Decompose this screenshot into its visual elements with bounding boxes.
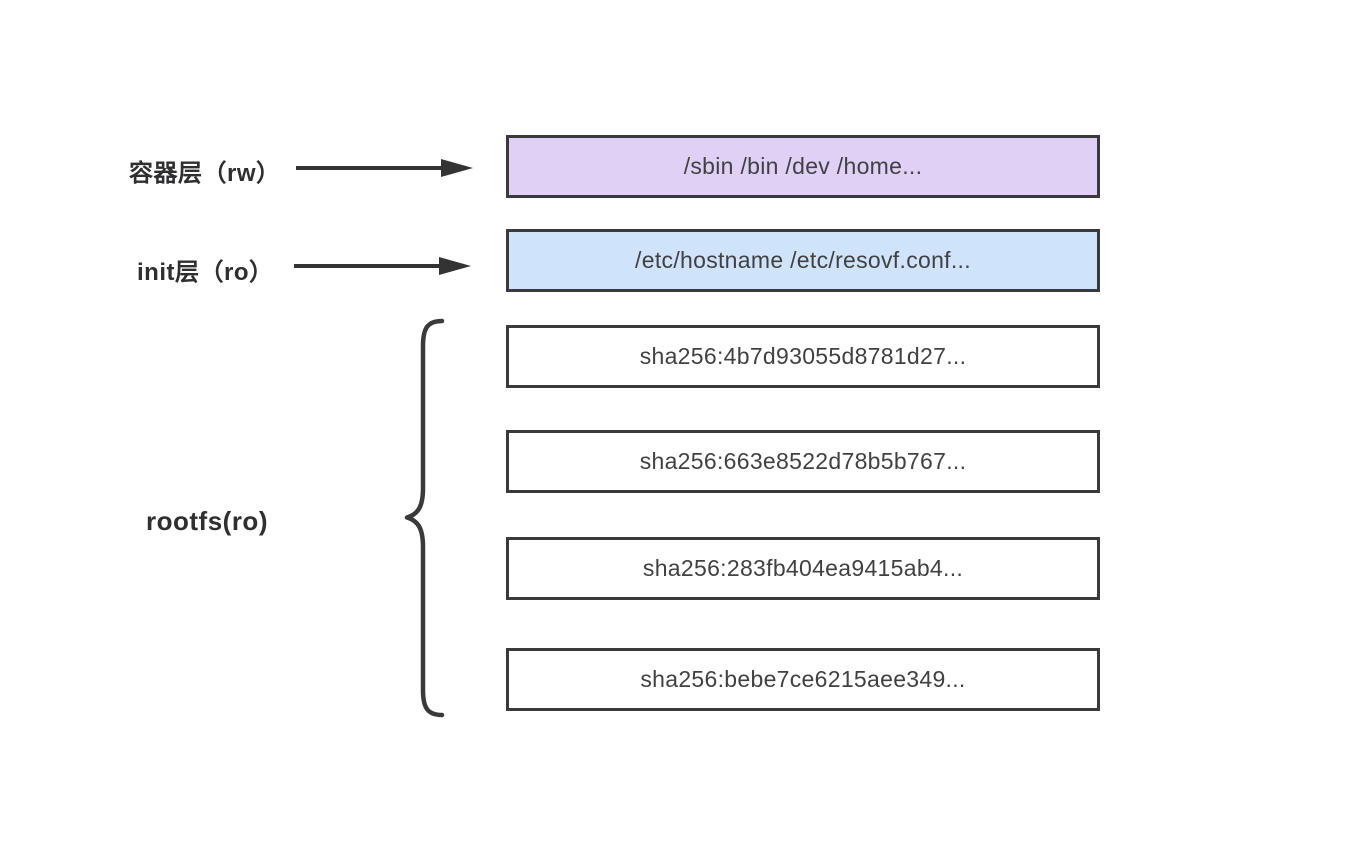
rootfs-layer-box: sha256:663e8522d78b5b767... bbox=[506, 430, 1100, 493]
rootfs-layer-box: sha256:bebe7ce6215aee349... bbox=[506, 648, 1100, 711]
container-layer-box-text: /sbin /bin /dev /home... bbox=[683, 153, 923, 179]
rootfs-layer-box-text: sha256:4b7d93055d8781d27... bbox=[639, 343, 967, 369]
arrow-right-icon bbox=[294, 257, 471, 275]
arrow-right-icon bbox=[296, 159, 473, 177]
init-layer-label: init层（ro） bbox=[137, 259, 274, 286]
init-layer-box-text: /etc/hostname /etc/resovf.conf... bbox=[635, 247, 971, 273]
rootfs-layer-box: sha256:4b7d93055d8781d27... bbox=[506, 325, 1100, 388]
init-layer-box: /etc/hostname /etc/resovf.conf... bbox=[506, 229, 1100, 292]
container-layer-label: 容器层（rw） bbox=[129, 160, 281, 187]
rootfs-layer-box-text: sha256:283fb404ea9415ab4... bbox=[642, 555, 964, 581]
rootfs-layer-box: sha256:283fb404ea9415ab4... bbox=[506, 537, 1100, 600]
curly-brace-icon bbox=[404, 318, 445, 718]
rootfs-layer-box-text: sha256:663e8522d78b5b767... bbox=[639, 448, 967, 474]
container-layer-box: /sbin /bin /dev /home... bbox=[506, 135, 1100, 198]
rootfs-layer-box-text: sha256:bebe7ce6215aee349... bbox=[640, 666, 966, 692]
rootfs-label: rootfs(ro) bbox=[146, 506, 268, 536]
